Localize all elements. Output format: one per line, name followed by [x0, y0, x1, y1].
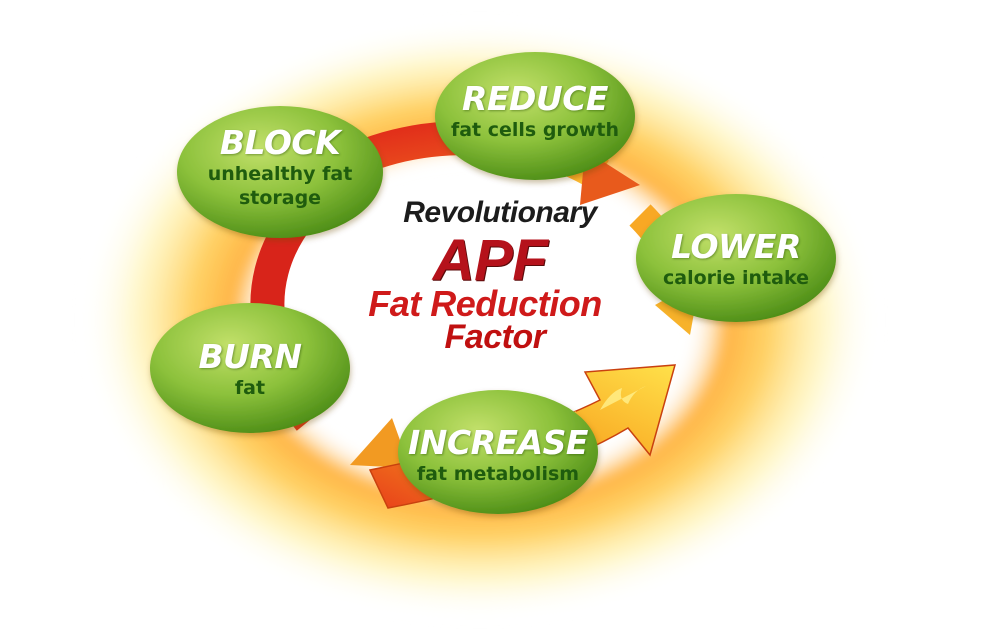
block-node-bubble [177, 106, 383, 238]
reduce-node-subtitle: fat cells growth [450, 119, 620, 141]
increase-node: INCREASE fat metabolism [398, 424, 598, 486]
center-title-apf: APF [432, 228, 548, 293]
ring-arrowhead-bottom [350, 418, 410, 468]
block-node: BLOCK unhealthy fat storage [185, 124, 375, 210]
center-title-line-3: Fat Reduction [368, 283, 602, 324]
center-title-line-4: Factor [444, 318, 546, 356]
burn-node-title: BURN [198, 337, 302, 376]
reduce-node-bubble [435, 52, 635, 180]
block-node-title: BLOCK [219, 123, 341, 162]
lower-node-title: LOWER [671, 227, 801, 266]
block-node-subtitle: unhealthy fat storage [207, 163, 353, 209]
lower-node-bubble [636, 194, 836, 322]
center-title-line-1: Revolutionary [403, 196, 597, 229]
lower-node-subtitle: calorie intake [663, 267, 809, 289]
increase-node-bubble [398, 390, 598, 514]
lower-node: LOWER calorie intake [646, 228, 826, 290]
burn-node-bubble [150, 303, 350, 433]
reduce-node: REDUCE fat cells growth [445, 80, 625, 142]
reduce-node-title: REDUCE [462, 79, 608, 118]
burn-node: BURN fat [160, 338, 340, 400]
increase-node-subtitle: fat metabolism [416, 463, 580, 485]
burn-node-subtitle: fat [234, 377, 266, 399]
increase-node-title: INCREASE [408, 423, 588, 462]
